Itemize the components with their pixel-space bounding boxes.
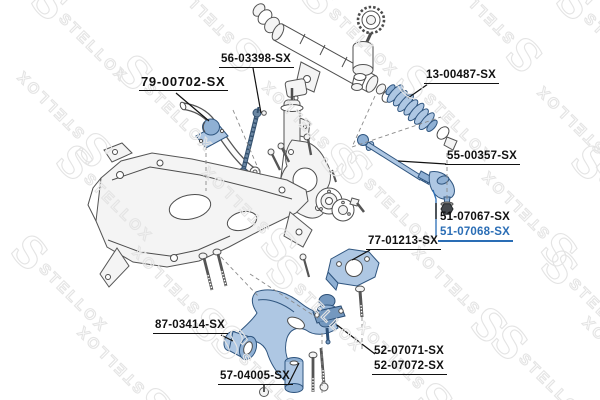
part-label-inner-tie-rod[interactable]: 55-00357-SX xyxy=(445,150,520,165)
part-label-stabilizer-bushing[interactable]: 79-00702-SX xyxy=(139,74,229,92)
ball-joint-label-group: 52-07071-SX 52-07072-SX xyxy=(372,344,447,376)
part-label-steering-boot[interactable]: 13-00487-SX xyxy=(424,69,499,84)
part-label-tie-rod-end-b[interactable]: 51-07068-SX xyxy=(440,225,510,238)
part-label-ball-joint-a[interactable]: 52-07071-SX xyxy=(374,345,444,357)
part-label-tie-rod-end-a[interactable]: 51-07067-SX xyxy=(440,211,510,223)
stabilizer-bushing-drawing xyxy=(195,118,229,149)
subframe-drawing xyxy=(87,142,313,288)
part-label-mount-bracket[interactable]: 77-01213-SX xyxy=(366,235,441,250)
hub-bearing-drawing xyxy=(315,187,365,222)
part-label-control-arm[interactable]: 57-04005-SX xyxy=(218,370,293,385)
tie-rod-end-label-group: 51-07067-SX 51-07068-SX xyxy=(438,210,513,243)
mount-bracket-drawing xyxy=(299,248,380,318)
ball-joint-drawing xyxy=(312,294,346,392)
steering-boot-drawing xyxy=(385,84,438,132)
control-arm-drawing xyxy=(234,289,339,397)
leader-lines xyxy=(175,67,447,386)
subframe-bolts-drawing xyxy=(198,248,228,291)
arm-bushing-drawing xyxy=(223,330,258,361)
boot-washer-cone-drawing xyxy=(436,126,458,151)
knuckle-bolts-drawing xyxy=(267,133,337,183)
tie-rod-end-drawing xyxy=(417,170,455,215)
part-label-arm-bushing[interactable]: 87-03414-SX xyxy=(153,319,228,334)
part-label-stabilizer-link[interactable]: 56-03398-SX xyxy=(219,53,294,68)
construction-lines xyxy=(205,95,448,396)
part-label-ball-joint-b[interactable]: 52-07072-SX xyxy=(374,359,444,372)
